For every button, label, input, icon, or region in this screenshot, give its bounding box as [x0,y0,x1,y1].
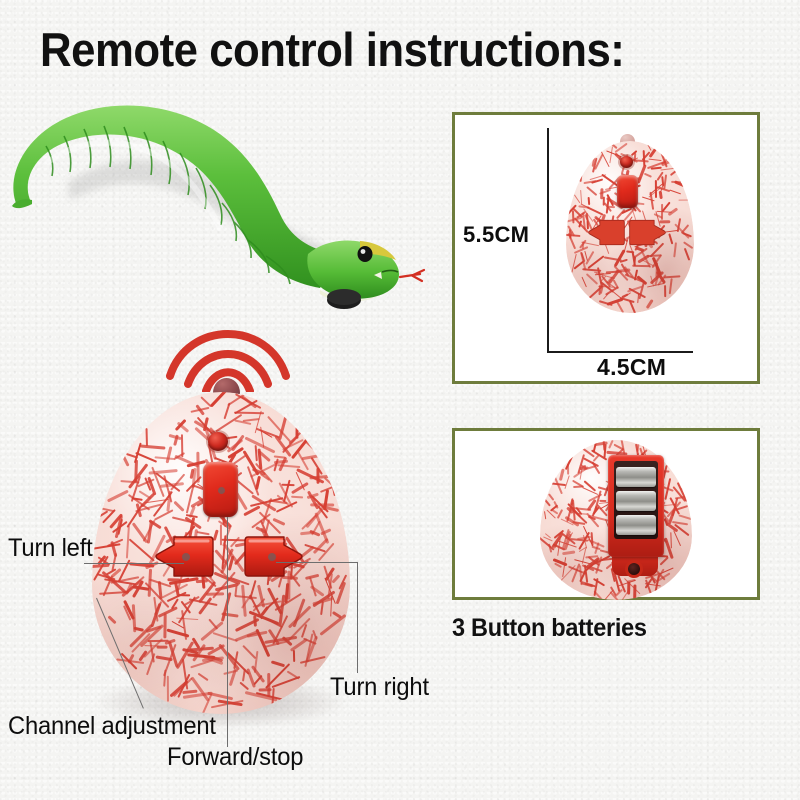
turn-right-button [629,219,668,246]
leader-line-turn-right-horizontal [276,562,358,563]
turn-left-button [586,219,625,246]
leader-line-forward-stop [227,517,228,747]
button-cell [616,515,656,535]
callout-label-turn-left: Turn left [8,534,93,562]
dimension-width-label: 4.5CM [597,354,667,380]
forward-stop-button[interactable] [203,462,238,517]
button-cell [616,491,656,511]
leader-line-turn-right-vertical [357,562,358,673]
leader-line-turn-left [84,563,184,564]
battery-panel-caption: 3 Button batteries [452,614,647,642]
button-cell [616,467,656,487]
callout-label-forward-stop: Forward/stop [167,743,304,771]
turn-left-button[interactable] [152,535,214,578]
turn-right-button[interactable] [244,535,306,578]
callout-label-channel-adjustment: Channel adjustment [8,712,216,740]
button-center-dot [218,487,225,494]
dimension-height-label: 5.5CM [463,222,530,247]
callout-label-turn-right: Turn right [330,673,429,701]
indicator-led [208,432,228,451]
dimension-line-horizontal [547,351,693,353]
forward-stop-button [617,175,638,208]
battery-well [614,461,658,539]
battery-compartment [608,455,664,557]
battery-door-screw [628,563,640,575]
rc-snake-illustration [8,104,438,312]
page-title: Remote control instructions: [40,23,625,76]
dimension-line-vertical [547,128,549,353]
signal-waves-icon [160,300,296,392]
indicator-led [620,156,633,168]
